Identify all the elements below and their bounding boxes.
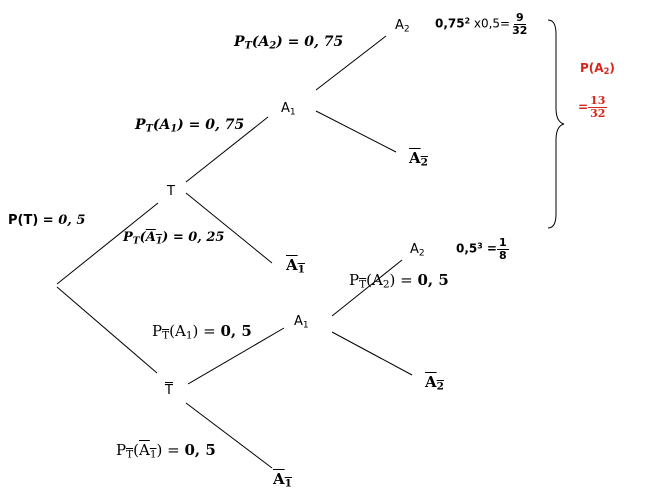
node-A1bar-lower: A1 [273,472,292,489]
prob-T-A1: PT(A1) = 0, 75 [135,118,244,134]
prob-Tbar-A1: PT(A1) = 0, 5 [152,324,252,341]
node-A2bar-lower: A2 [425,375,444,392]
result-lower: 0,53 =18 [456,237,509,261]
total-probability-fraction: 1332 [588,95,607,119]
result-upper: 0,752 x0,5=932 [435,12,529,36]
branch-root-Tbar [57,287,157,373]
node-T-bar: T [165,384,173,397]
result-lower-fraction: 18 [497,237,509,261]
result-upper-fraction: 932 [510,12,529,36]
prob-Tbar-A1bar: PT(A1) = 0, 5 [116,443,216,460]
node-A1-upper: A1 [281,102,296,117]
node-T: T [167,185,175,198]
prob-T-A2: PT(A2) = 0, 75 [234,35,343,51]
prob-Tbar-A2: PT(A2) = 0, 5 [349,273,449,290]
branch-A1-A2bar [316,111,396,152]
total-probability-label: P(A2) [580,62,615,76]
total-probability-value: =1332 [578,95,607,119]
root-probability: P(T) = 0, 5 [8,214,85,227]
branch-T-A1bar [186,193,272,263]
node-A2-upper: A2 [395,19,410,34]
branch-A1-A2bar-lower [332,332,412,375]
node-A2-lower: A2 [410,243,425,258]
curly-brace [548,20,564,228]
prob-T-A1bar: PT(A1) = 0, 25 [123,231,224,245]
node-A1bar-upper: A1 [286,258,305,275]
node-A1-lower: A1 [294,315,309,330]
node-A2bar-upper: A2 [409,151,428,168]
